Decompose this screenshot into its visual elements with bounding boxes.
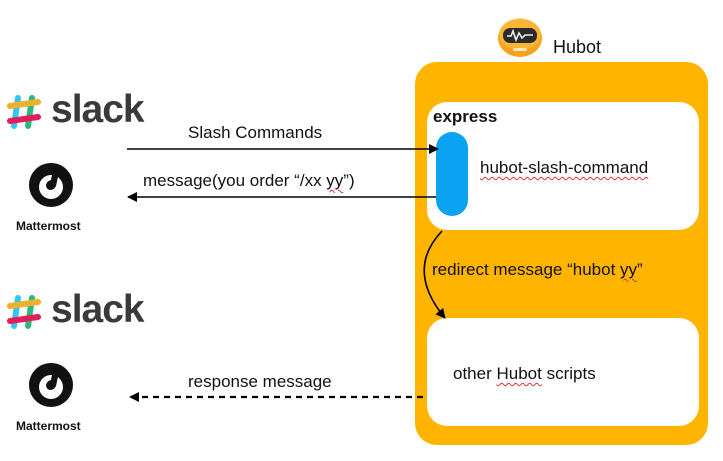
- mattermost-wordmark: Mattermost: [16, 219, 81, 233]
- slash-commands-label: Slash Commands: [188, 123, 323, 142]
- mattermost-wordmark: Mattermost: [16, 419, 81, 433]
- hubot-slash-command-label: hubot-slash-command: [480, 158, 649, 177]
- express-panel: [427, 102, 699, 230]
- slack-wordmark: slack: [51, 288, 145, 331]
- slash-command-plugin-bar: [436, 132, 468, 216]
- slack-wordmark: slack: [51, 88, 145, 131]
- redirect-message-label: redirect message “hubot yy”: [432, 260, 643, 279]
- hubot-robot-icon: [498, 18, 542, 57]
- mattermost-logo-icon: [29, 363, 73, 407]
- slack-logo-icon: [7, 295, 41, 329]
- express-title: express: [433, 107, 498, 126]
- other-scripts-label: other Hubot scripts: [453, 364, 596, 383]
- hubot-title: Hubot: [553, 37, 602, 57]
- redirect-arrow: [423, 230, 446, 319]
- other-scripts-panel: [427, 318, 699, 426]
- slack-logo-icon: [7, 95, 41, 129]
- response-message-label: response message: [188, 372, 332, 391]
- mattermost-logo-icon: [29, 163, 73, 207]
- message-order-label: message(you order “/xx yy”): [143, 171, 355, 190]
